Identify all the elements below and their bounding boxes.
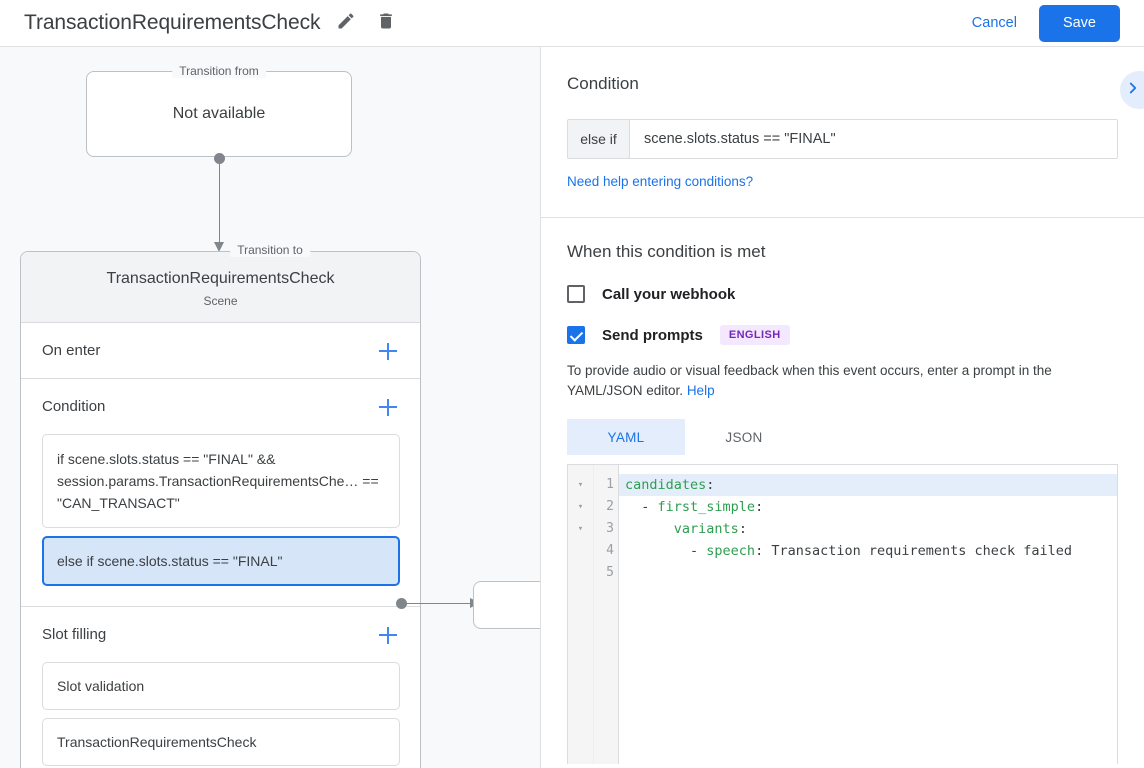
fold-gutter: ▾ ▾ ▾: [568, 465, 594, 764]
fold-toggle[interactable]: ▾: [577, 502, 584, 512]
delete-button[interactable]: [372, 9, 400, 37]
section-header-on-enter: On enter: [21, 323, 420, 378]
when-condition-met-section: When this condition is met Call your web…: [541, 218, 1144, 764]
node-section-on-enter: On enter: [21, 323, 420, 379]
section-title-slot-filling: Slot filling: [42, 626, 107, 643]
condition-list: if scene.slots.status == "FINAL" && sess…: [21, 434, 420, 606]
code-line[interactable]: variants:: [673, 521, 747, 537]
line-number: 4: [606, 543, 614, 558]
call-webhook-label: Call your webhook: [602, 285, 736, 303]
send-prompts-checkbox[interactable]: [567, 326, 585, 344]
send-prompts-row[interactable]: Send prompts ENGLISH: [567, 325, 1118, 345]
line-number-gutter: 1 2 3 4 5: [594, 465, 619, 764]
transition-from-legend: Transition from: [172, 64, 266, 78]
code-line[interactable]: candidates:: [619, 474, 1117, 496]
edge-arrowhead-down: [214, 242, 224, 252]
fold-toggle: [568, 562, 593, 584]
line-number: 3: [606, 521, 614, 536]
condition-heading: Condition: [567, 74, 639, 93]
prompt-description: To provide audio or visual feedback when…: [567, 361, 1118, 401]
edge-source-dot-condition: [396, 598, 407, 609]
node-header: TransactionRequirementsCheck Scene: [21, 252, 420, 323]
pencil-icon: [336, 11, 356, 36]
trash-icon: [376, 11, 396, 36]
page-title: TransactionRequirementsCheck: [24, 11, 321, 34]
webhook-row[interactable]: Call your webhook: [567, 285, 1118, 303]
condition-section: Condition else if Need help entering con…: [541, 47, 1144, 218]
line-number: 1: [606, 477, 614, 492]
flow-canvas[interactable]: Transition from Not available Transition…: [0, 47, 541, 768]
list-item[interactable]: Slot validation: [42, 662, 400, 710]
list-item[interactable]: if scene.slots.status == "FINAL" && sess…: [42, 434, 400, 528]
section-header-condition: Condition: [21, 379, 420, 434]
when-met-heading: When this condition is met: [567, 242, 766, 261]
node-subtitle: Scene: [203, 294, 238, 308]
section-title-condition: Condition: [42, 398, 106, 415]
add-slot-filling-button[interactable]: [376, 623, 400, 647]
condition-help-link[interactable]: Need help entering conditions?: [567, 174, 754, 189]
language-badge: ENGLISH: [719, 325, 790, 345]
app-header: TransactionRequirementsCheck Cancel Save: [0, 0, 1144, 47]
edit-title-button[interactable]: [332, 9, 360, 37]
tab-yaml[interactable]: YAML: [567, 419, 685, 455]
fold-toggle: [568, 540, 593, 562]
condition-prefix-label: else if: [568, 120, 630, 158]
slot-filling-list: Slot validation TransactionRequirementsC…: [21, 662, 420, 768]
code-line[interactable]: - first_simple:: [625, 499, 764, 515]
node-title: TransactionRequirementsCheck: [106, 270, 335, 287]
code-line[interactable]: [619, 562, 1117, 584]
help-link[interactable]: Help: [686, 383, 715, 398]
condition-input[interactable]: [630, 120, 1117, 158]
target-node-partial[interactable]: [473, 581, 540, 629]
section-title-on-enter: On enter: [42, 342, 101, 359]
fold-toggle[interactable]: ▾: [577, 524, 584, 534]
transition-from-box: Transition from Not available: [86, 64, 352, 157]
cancel-button[interactable]: Cancel: [958, 7, 1031, 39]
code-area[interactable]: candidates: - first_simple: variants: - …: [619, 465, 1117, 764]
node-section-condition: Condition if scene.slots.status == "FINA…: [21, 379, 420, 607]
edge-line-horizontal: [405, 603, 480, 604]
edge-line-vertical: [219, 157, 220, 245]
add-on-enter-button[interactable]: [376, 339, 400, 363]
call-webhook-checkbox[interactable]: [567, 285, 585, 303]
collapse-panel-button[interactable]: [1120, 71, 1144, 109]
editor-tabs: YAML JSON: [567, 419, 1118, 455]
add-condition-button[interactable]: [376, 395, 400, 419]
line-number: 5: [606, 565, 614, 580]
send-prompts-label: Send prompts: [602, 326, 703, 344]
line-number: 2: [606, 499, 614, 514]
details-panel: Condition else if Need help entering con…: [541, 47, 1144, 768]
node-section-slot-filling: Slot filling Slot validation Transaction…: [21, 607, 420, 768]
transition-to-legend: Transition to: [230, 243, 310, 257]
list-item[interactable]: else if scene.slots.status == "FINAL": [42, 536, 400, 586]
section-header-slot-filling: Slot filling: [21, 607, 420, 662]
prompt-description-text: To provide audio or visual feedback when…: [567, 363, 1052, 398]
code-editor[interactable]: ▾ ▾ ▾ 1 2 3 4 5 candidates: - first_simp…: [567, 464, 1118, 764]
save-button[interactable]: Save: [1038, 4, 1120, 42]
tab-json[interactable]: JSON: [725, 429, 763, 445]
transition-from-value: Not available: [172, 105, 266, 122]
fold-toggle[interactable]: ▾: [577, 480, 584, 490]
transition-to-node[interactable]: TransactionRequirementsCheck Scene On en…: [20, 251, 421, 768]
code-line[interactable]: - speech: Transaction requirements check…: [625, 543, 1073, 559]
condition-input-row[interactable]: else if: [567, 119, 1118, 159]
list-item[interactable]: TransactionRequirementsCheck: [42, 718, 400, 766]
chevron-right-icon: [1124, 79, 1144, 102]
